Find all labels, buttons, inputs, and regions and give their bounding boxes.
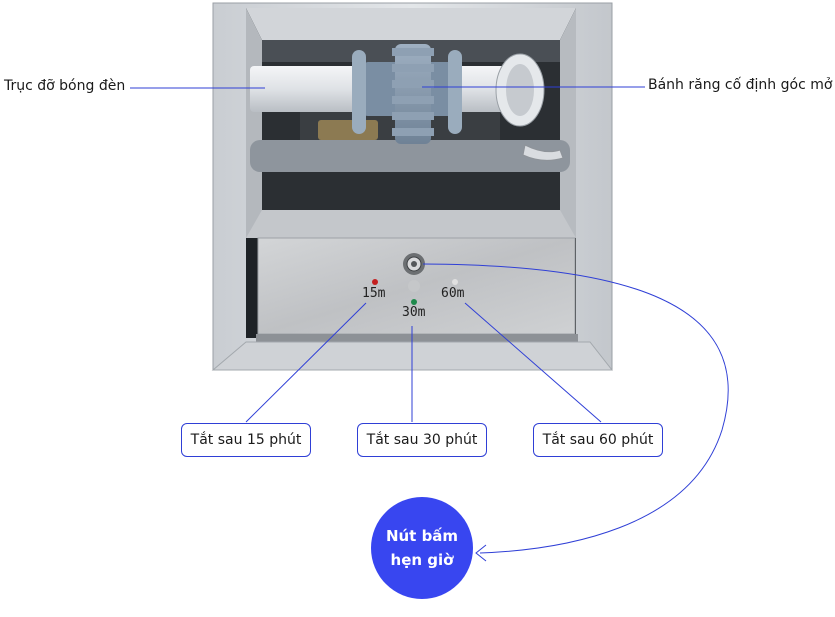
panel-label-60m: 60m [441, 286, 465, 301]
bulb-holder-tube [250, 53, 545, 127]
timer-button-knob[interactable] [403, 253, 425, 275]
bottom-bevel [211, 341, 614, 371]
timer-button-callout: Nút bấm hẹn giờ [371, 497, 473, 599]
panel-label-30m: 30m [402, 305, 426, 320]
spring-clip [522, 144, 564, 161]
off-after-30-box: Tắt sau 30 phút [357, 423, 487, 457]
led-15 [372, 279, 378, 285]
panel-label-15m: 15m [362, 286, 386, 301]
timer-button-line2: hẹn giờ [390, 551, 454, 569]
timer-button-line1: Nút bấm [385, 527, 459, 545]
bulb-holder-label: Trục đỡ bóng đèn [4, 78, 126, 94]
lower-rod [250, 140, 570, 172]
led-60 [452, 279, 458, 285]
off-after-60-box: Tắt sau 60 phút [533, 423, 663, 457]
gear-assembly [352, 44, 462, 144]
light-sensor [408, 280, 420, 292]
led-30 [411, 299, 417, 305]
off-after-15-box: Tắt sau 15 phút [181, 423, 311, 457]
gear-label: Bánh răng cố định góc mở [648, 77, 833, 93]
